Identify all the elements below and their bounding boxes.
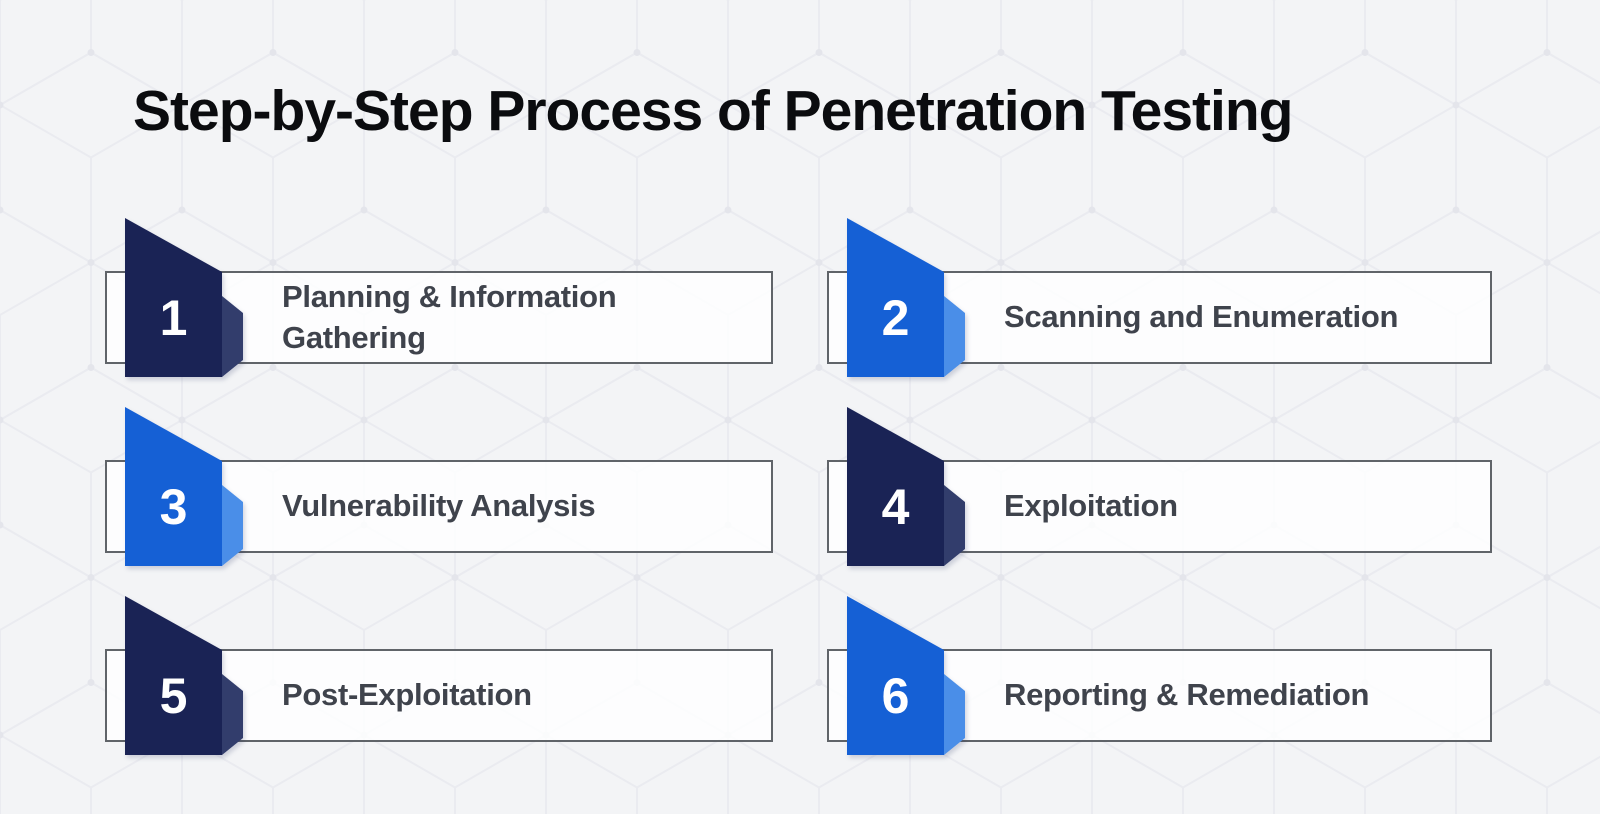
- step-number-badge: 3: [125, 407, 243, 566]
- badge-main-shape: [125, 218, 222, 377]
- step-number-badge: 1: [125, 218, 243, 377]
- badge-accent-shape: [944, 485, 965, 566]
- step-number: 4: [881, 478, 910, 535]
- step-number-badge: 5: [125, 596, 243, 755]
- step-number: 3: [159, 478, 188, 535]
- badge-main-shape: [847, 218, 944, 377]
- step-number: 5: [159, 667, 188, 724]
- step-item: Planning & Information Gathering 1: [105, 218, 775, 377]
- step-item: Post-Exploitation 5: [105, 596, 775, 755]
- badge-main-shape: [847, 407, 944, 566]
- step-number: 2: [881, 289, 910, 346]
- badge-accent-shape: [222, 674, 243, 755]
- badge-accent-shape: [944, 296, 965, 377]
- step-item: Vulnerability Analysis 3: [105, 407, 775, 566]
- step-number-badge: 4: [847, 407, 965, 566]
- badge-main-shape: [125, 596, 222, 755]
- step-number-badge: 2: [847, 218, 965, 377]
- badge-accent-shape: [222, 296, 243, 377]
- step-label: Scanning and Enumeration: [1004, 299, 1399, 335]
- step-label: Post-Exploitation: [282, 677, 532, 713]
- step-item: Reporting & Remediation 6: [827, 596, 1497, 755]
- step-label: Planning & Information Gathering: [282, 279, 617, 355]
- step-label: Vulnerability Analysis: [282, 488, 596, 524]
- step-label: Exploitation: [1004, 488, 1178, 524]
- step-number: 6: [881, 667, 910, 724]
- step-label: Reporting & Remediation: [1004, 677, 1370, 713]
- badge-accent-shape: [222, 485, 243, 566]
- step-item: Exploitation 4: [827, 407, 1497, 566]
- badge-main-shape: [847, 596, 944, 755]
- step-item: Scanning and Enumeration 2: [827, 218, 1497, 377]
- step-number-badge: 6: [847, 596, 965, 755]
- page-title: Step-by-Step Process of Penetration Test…: [133, 79, 1293, 143]
- badge-main-shape: [125, 407, 222, 566]
- badge-accent-shape: [944, 674, 965, 755]
- step-number: 1: [159, 289, 188, 346]
